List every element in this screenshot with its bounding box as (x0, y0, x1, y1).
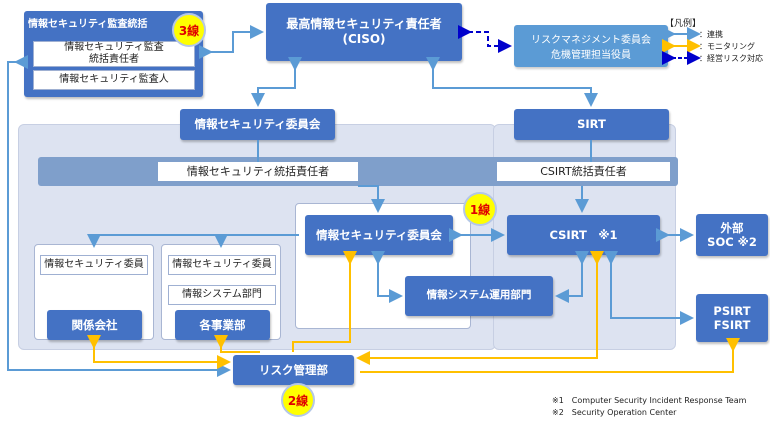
monitor-division (214, 335, 260, 353)
mgmt-ciso-risk (458, 25, 512, 53)
link-csirt-itops (555, 251, 589, 303)
line2-badge: 2線 (281, 383, 315, 417)
legend-title: 【凡例】 (665, 19, 702, 29)
monitor-committee (292, 251, 357, 352)
risk-mgmt-box: リスク管理部 (233, 355, 354, 385)
legend-mgmt-label: ：経営リスク対応 (699, 54, 763, 63)
link-lead-committee (358, 185, 385, 213)
sirt-box: SIRT (514, 109, 669, 140)
csirt-box: CSIRT ※1 (507, 215, 660, 255)
monitor-affiliate (87, 335, 231, 369)
link-committee-itops (371, 251, 403, 303)
legend-monitor-label: ：モニタリング (699, 42, 755, 51)
monitor-csirt (356, 251, 604, 365)
link-audit-ciso (199, 25, 264, 59)
link-committee-branches (87, 234, 299, 248)
footnote-2: ※2 Security Operation Center (552, 408, 677, 417)
external-soc-box: 外部 SOC ※2 (696, 214, 768, 256)
legend-link-label: ：連携 (699, 30, 723, 39)
link-ciso-committee (251, 57, 302, 107)
psirt-box: PSIRT FSIRT (696, 294, 768, 342)
link-ciso-sirt (426, 57, 598, 107)
risk-committee-label: リスクマネジメント委員会 (531, 35, 651, 46)
csirt-general-lead-box: CSIRT統括責任者 (497, 162, 670, 181)
line1-badge: 1線 (463, 192, 497, 226)
ciso-box: 最高情報セキュリティ責任者 (CISO) (266, 3, 462, 61)
link-audit-riskmgmt (7, 55, 231, 377)
infosec-committee-mid-box: 情報セキュリティ委員会 (305, 215, 453, 255)
risk-officer-label: 危機管理担当役員 (551, 50, 631, 61)
monitor-psirt (360, 338, 740, 373)
footnote-1: ※1 Computer Security Incident Response T… (552, 396, 747, 405)
line3-badge: 3線 (172, 13, 206, 47)
audit-group-title: 情報セキュリティ監査統括 (28, 19, 148, 30)
link-csirt-psirt (604, 251, 694, 325)
